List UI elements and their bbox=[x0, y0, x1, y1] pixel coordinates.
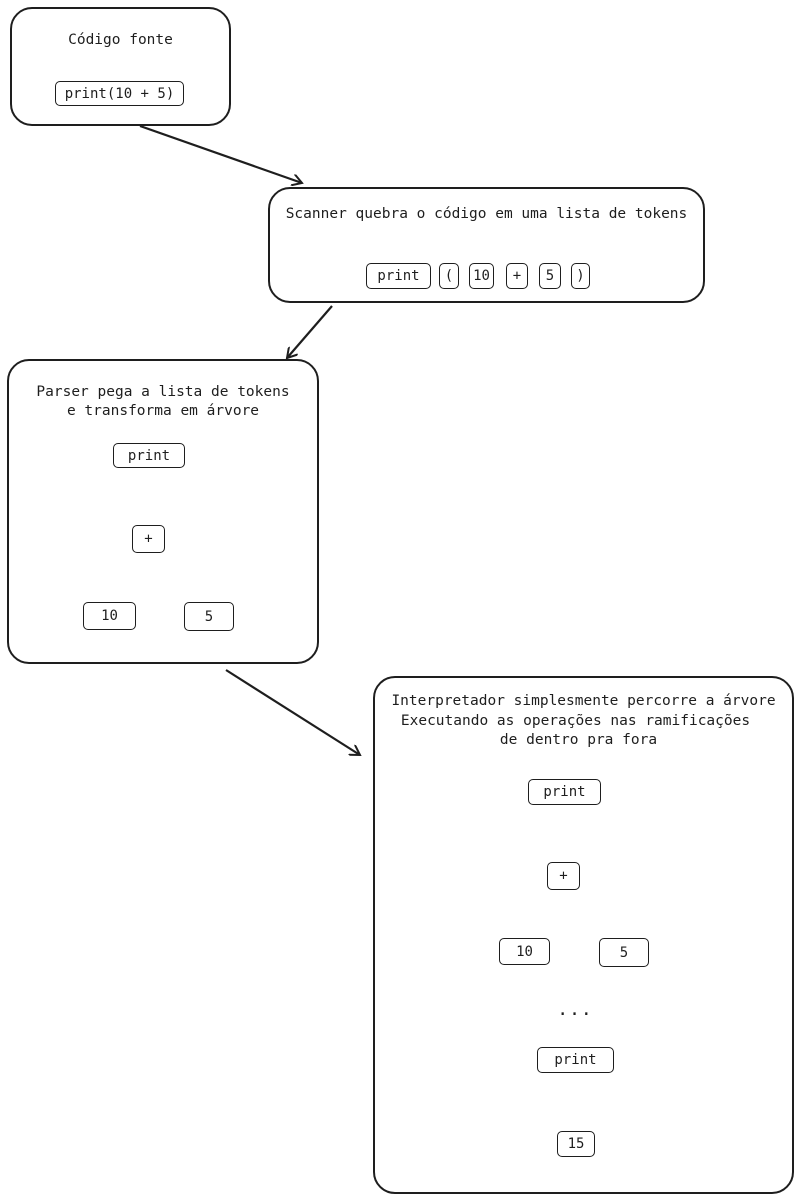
interpreter-title-line2: Executando as operações nas ramificações bbox=[400, 713, 751, 729]
parser-node-plus: + bbox=[132, 525, 165, 553]
scanner-title: Scanner quebra o código em uma lista de … bbox=[285, 206, 688, 222]
parser-node-5: 5 bbox=[184, 602, 234, 631]
arrow-source-to-scanner bbox=[139, 124, 302, 183]
arrow-scanner-to-parser bbox=[287, 305, 333, 358]
token-5: 5 bbox=[539, 263, 561, 289]
source-code-chip: print(10 + 5) bbox=[55, 81, 184, 106]
token-plus: + bbox=[506, 263, 528, 289]
parser-title-line2: e transforma em árvore bbox=[66, 403, 260, 419]
interp-result-print: print bbox=[537, 1047, 614, 1073]
token-close-paren: ) bbox=[571, 263, 590, 289]
interp-node-print: print bbox=[528, 779, 601, 805]
interpreter-title-line1: Interpretador simplesmente percorre a ár… bbox=[391, 693, 776, 709]
token-print: print bbox=[366, 263, 431, 289]
parser-box bbox=[7, 359, 319, 664]
interp-result-15: 15 bbox=[557, 1131, 595, 1157]
interp-node-5: 5 bbox=[599, 938, 649, 967]
interpreter-title-line3: de dentro pra fora bbox=[499, 732, 658, 748]
interpreter-box bbox=[373, 676, 794, 1194]
interp-node-10: 10 bbox=[499, 938, 550, 965]
source-code-box bbox=[10, 7, 231, 126]
parser-node-10: 10 bbox=[83, 602, 136, 630]
token-open-paren: ( bbox=[439, 263, 459, 289]
parser-node-print: print bbox=[113, 443, 185, 468]
interp-node-plus: + bbox=[547, 862, 580, 890]
interp-ellipsis: ... bbox=[557, 999, 593, 1020]
parser-title-line1: Parser pega a lista de tokens bbox=[36, 384, 290, 400]
arrow-parser-to-interpreter bbox=[225, 669, 360, 755]
token-10: 10 bbox=[469, 263, 494, 289]
source-title: Código fonte bbox=[68, 32, 173, 48]
